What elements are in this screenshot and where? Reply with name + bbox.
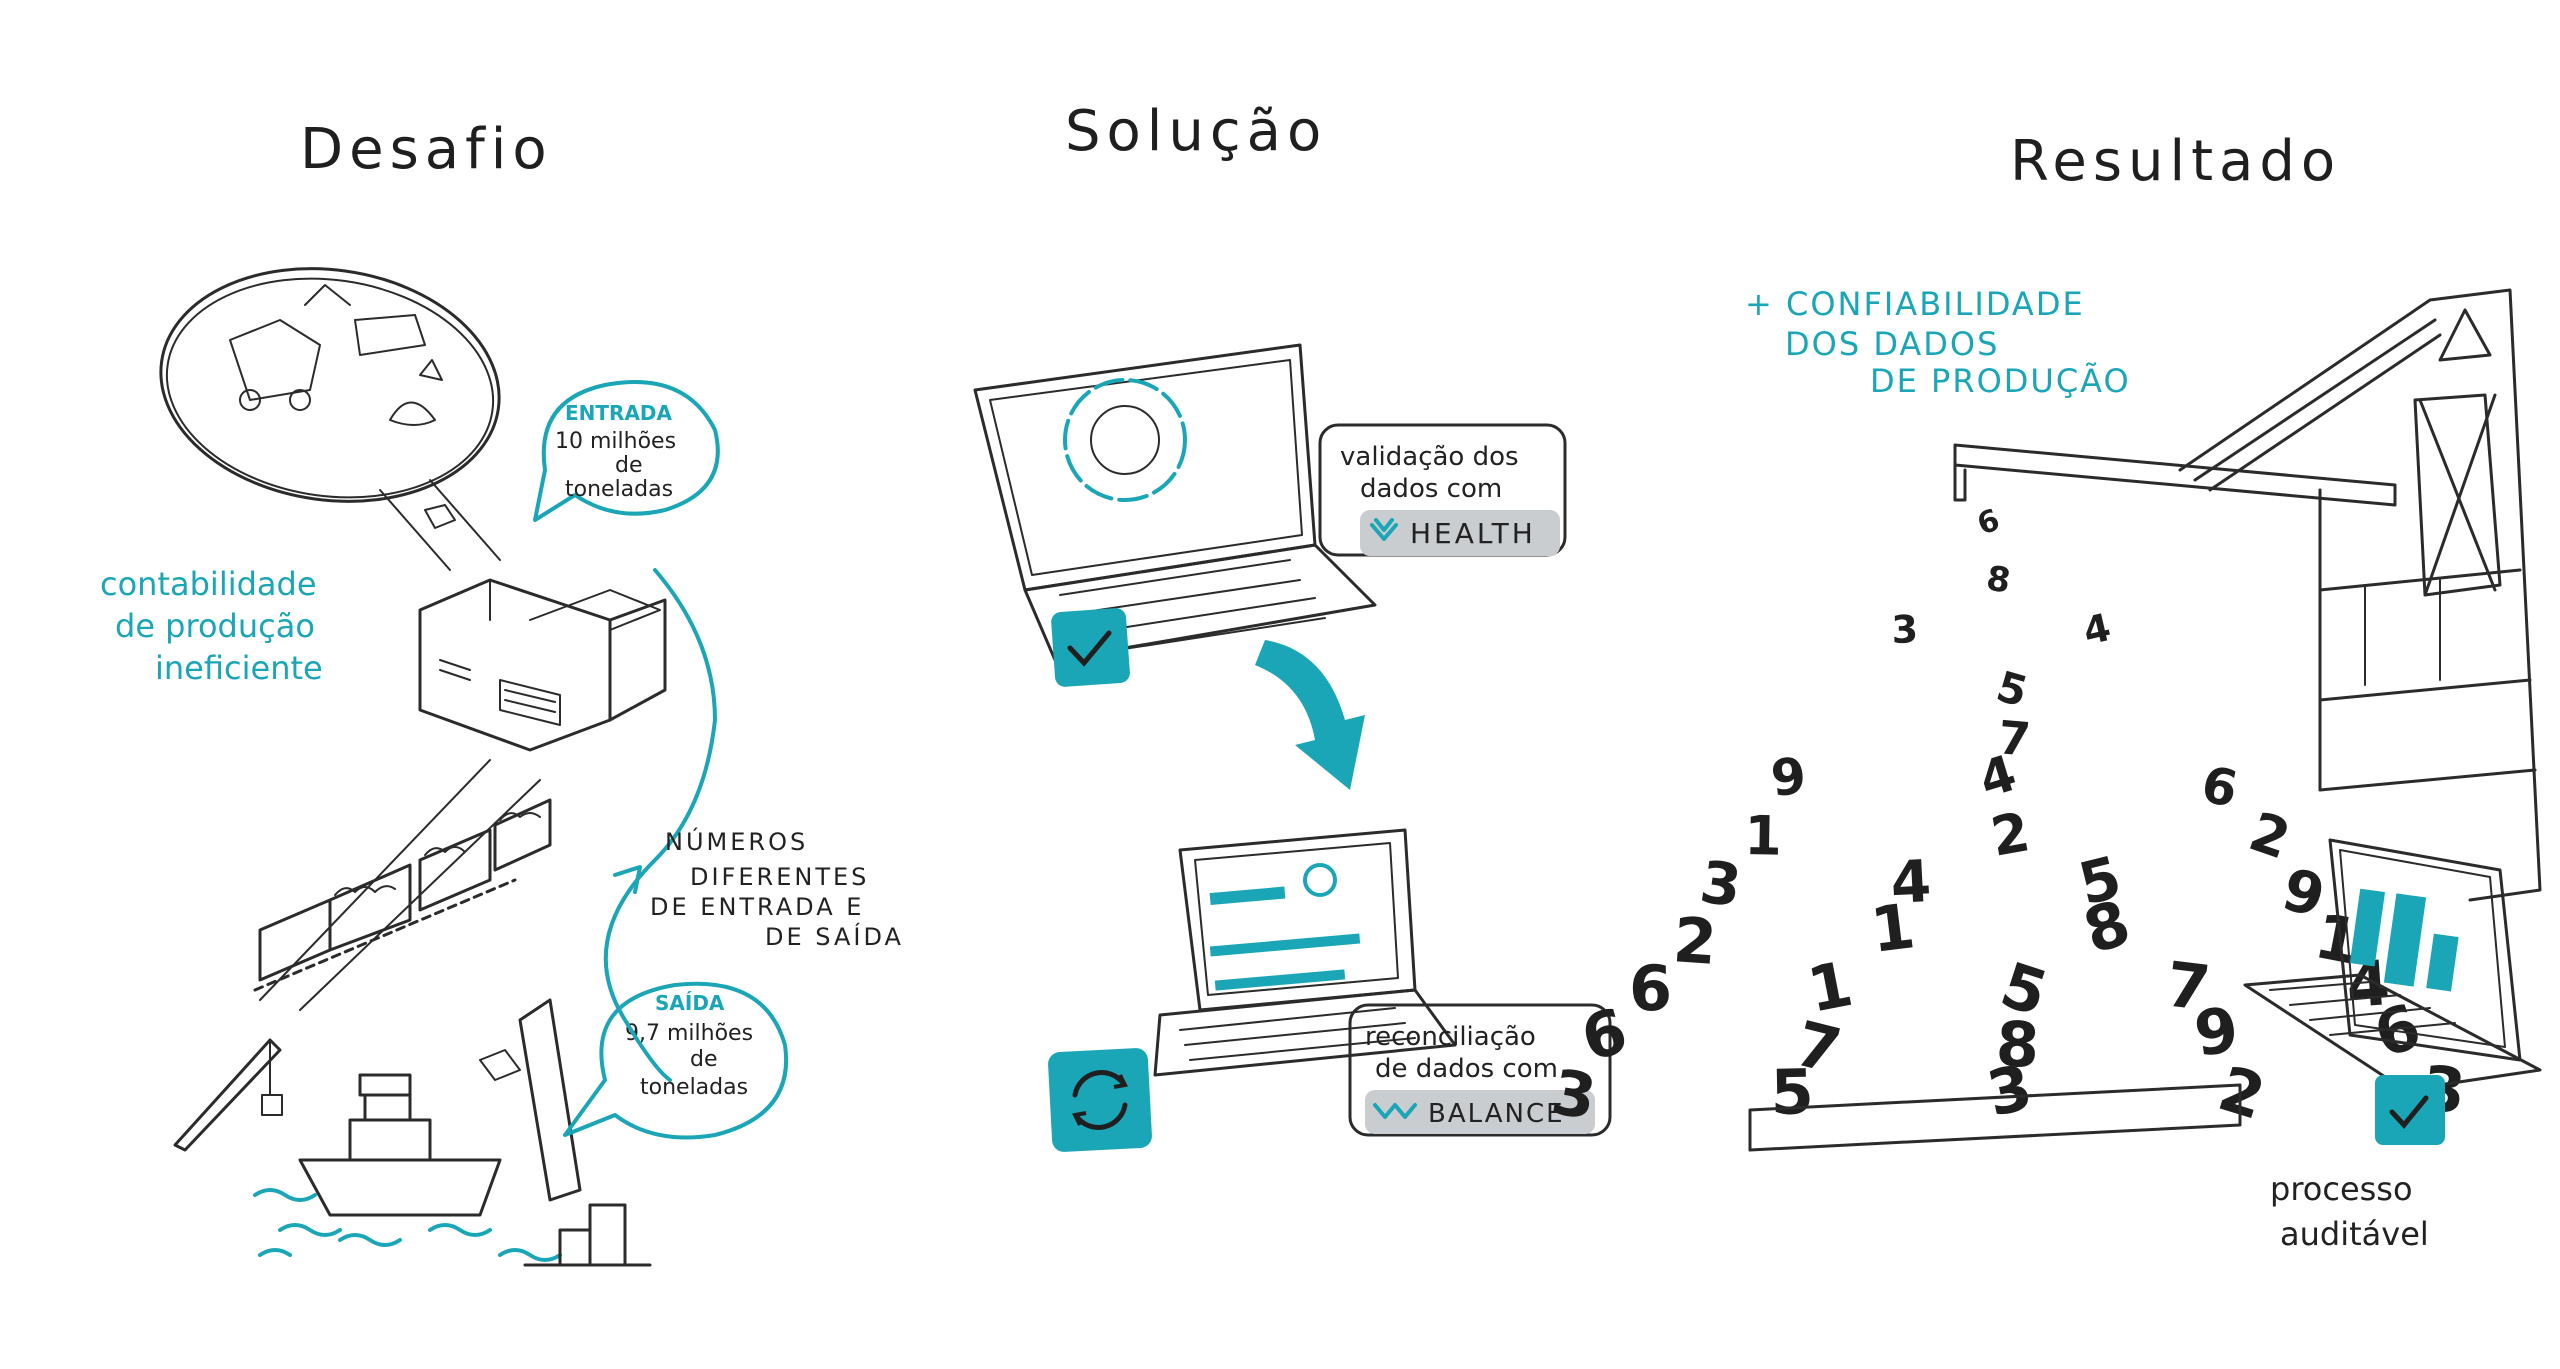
input-bubble-line-3: toneladas — [565, 477, 673, 502]
ship-loader-illustration — [1953, 288, 2542, 902]
pile-digit: 1 — [1867, 889, 1919, 967]
balance-laptop-illustration — [1153, 828, 1457, 1077]
input-bubble-line-1: 10 milhões — [555, 429, 676, 454]
health-product-name: HEALTH — [1410, 517, 1536, 550]
pile-digit: 6 — [1973, 502, 2005, 542]
pile-digit: 2 — [2242, 800, 2298, 872]
pile-digit: 9 — [2190, 993, 2243, 1071]
balance-logo-icon — [1373, 1103, 1417, 1119]
output-bubble: SAÍDA 9,7 milhões de toneladas — [563, 981, 789, 1140]
check-icon — [1051, 608, 1130, 687]
input-bubble-label: ENTRADA — [565, 401, 673, 425]
pile-digit: 8 — [2075, 886, 2139, 969]
title-solucao: Solução — [1065, 99, 1327, 164]
pile-digit: 2 — [1671, 903, 1719, 979]
note-line-3: ineficiente — [155, 649, 323, 687]
pile-digit: 6 — [2197, 755, 2243, 819]
output-bubble-line-1: 9,7 milhões — [625, 1021, 753, 1046]
pile-digit: 3 — [1891, 607, 1919, 652]
pile-digit: 3 — [1696, 848, 1745, 921]
health-line-2: dados com — [1360, 474, 1502, 504]
pile-digit: 8 — [1984, 558, 2014, 601]
pile-digit: 4 — [1889, 847, 1933, 917]
audit-laptop-illustration — [2243, 838, 2542, 1092]
port-illustration — [173, 998, 652, 1267]
train-illustration — [253, 798, 552, 992]
note-line-2: de produção — [115, 607, 315, 645]
pile-digit: 5 — [1991, 662, 2033, 717]
different-numbers-note: NÚMEROS DIFERENTES DE ENTRADA E DE SAÍDA — [650, 826, 904, 951]
balance-line-2: de dados com — [1375, 1054, 1558, 1084]
health-laptop-illustration — [973, 343, 1377, 662]
flow-arrow — [603, 568, 717, 1082]
number-pile: 68345794612234592181615746789635323 — [1546, 502, 2469, 1134]
mine-illustration — [159, 267, 501, 503]
diff-line-3: DE ENTRADA E — [650, 893, 864, 921]
small-truck-icon — [424, 504, 456, 529]
rail-track — [259, 759, 541, 1011]
input-bubble-line-2: de — [615, 453, 643, 478]
pile-digit: 1 — [1744, 804, 1783, 868]
health-validation-box: validação dos dados com HEALTH — [1318, 423, 1567, 557]
pile-digit: 7 — [1996, 710, 2033, 767]
benefit-line-1: + CONFIABILIDADE — [1745, 285, 2085, 323]
benefit-line-3: DE PRODUÇÃO — [1870, 362, 2131, 400]
balance-product-name: BALANCE — [1428, 1099, 1565, 1129]
pile-digit: 4 — [2079, 605, 2115, 654]
process-line-1: processo — [2270, 1170, 2413, 1208]
pile-digit: 5 — [1770, 1055, 1814, 1129]
output-bubble-line-2: de — [690, 1047, 718, 1072]
output-bubble-line-3: toneladas — [640, 1075, 748, 1100]
processing-plant-illustration — [418, 578, 667, 752]
pile-digit: 8 — [1994, 1007, 2041, 1082]
balance-line-1: reconciliação — [1365, 1022, 1536, 1052]
diff-line-1: NÚMEROS — [665, 826, 808, 856]
diff-line-2: DIFERENTES — [690, 863, 869, 891]
pile-digit: 9 — [1768, 747, 1809, 808]
audit-check-icon — [2375, 1075, 2445, 1145]
health-logo-icon — [1370, 518, 1398, 541]
pile-base — [1748, 1083, 2242, 1152]
down-arrow-icon — [1255, 640, 1365, 790]
reliability-benefit-note: + CONFIABILIDADE DOS DADOS DE PRODUÇÃO — [1745, 285, 2131, 400]
sync-icon — [1048, 1048, 1152, 1152]
title-desafio: Desafio — [300, 117, 553, 182]
output-bubble-label: SAÍDA — [655, 991, 725, 1015]
note-line-1: contabilidade — [100, 565, 317, 603]
diff-line-4: DE SAÍDA — [765, 922, 904, 951]
input-bubble: ENTRADA 10 milhões de toneladas — [533, 380, 720, 522]
pile-digit: 7 — [2162, 947, 2214, 1025]
balance-reconciliation-box: reconciliação de dados com BALANCE — [1348, 1003, 1612, 1137]
pile-digit: 2 — [1986, 800, 2034, 869]
flow-arrowhead — [613, 865, 642, 894]
health-line-1: validação dos — [1340, 442, 1519, 472]
title-resultado: Resultado — [2010, 129, 2341, 194]
benefit-line-2: DOS DADOS — [1785, 325, 1999, 363]
inefficient-accounting-note: contabilidade de produção ineficiente — [100, 565, 323, 687]
road — [379, 479, 501, 571]
process-line-2: auditável — [2280, 1215, 2429, 1253]
pile-digit: 6 — [1629, 952, 1672, 1025]
auditable-process-note: processo auditável — [2270, 1170, 2429, 1253]
